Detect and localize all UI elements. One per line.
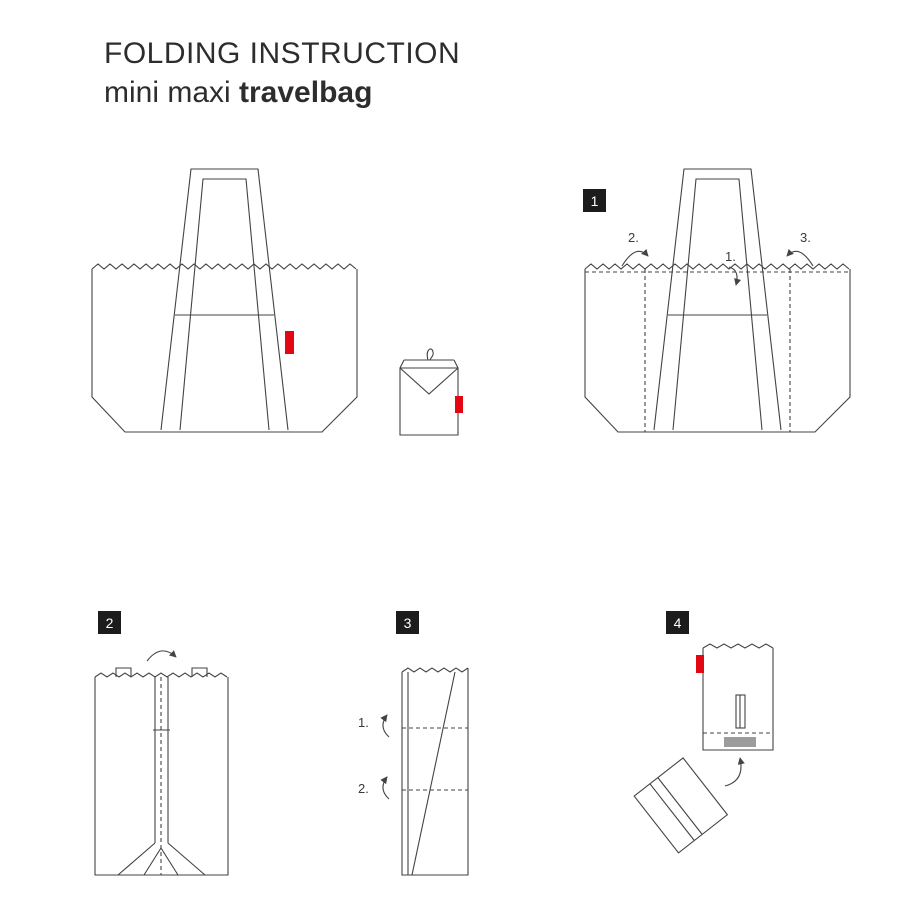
step-2-diagram: [94, 650, 229, 876]
page-title-sub: mini maxi travelbag: [104, 74, 460, 112]
handle-tabs: [115, 667, 208, 677]
fold-arrow: [146, 650, 177, 662]
folded-square-rotated: [633, 757, 729, 854]
bottom-gusset-creases: [117, 842, 206, 876]
serrated-top-edge: [94, 672, 228, 678]
pouch-body: [399, 367, 459, 436]
bag-outline: [91, 168, 358, 433]
brand-tag: [455, 396, 463, 413]
folded-pouch-illustration: [399, 348, 463, 436]
step-1-badge: 1: [583, 189, 606, 212]
fold-label-first: 1.: [358, 715, 369, 730]
pouch-flap-creases: [399, 367, 459, 395]
bag-outline: [584, 168, 851, 433]
step-2-badge: 2: [98, 611, 121, 634]
folded-square-outline: [633, 757, 729, 854]
pouch-top-corners: [399, 359, 459, 369]
tuck-arrow: [724, 757, 745, 787]
brand-tag: [285, 331, 294, 354]
serrated-top-edge: [702, 643, 774, 649]
fold-label-left: 2.: [628, 230, 639, 245]
page-title-main: FOLDING INSTRUCTION: [104, 37, 461, 70]
product-name-bold: travelbag: [239, 76, 373, 109]
fold-label-right: 3.: [800, 230, 811, 245]
hanger-loop: [426, 348, 434, 361]
fold-arrow-first: [380, 714, 390, 738]
product-name-regular: mini maxi: [104, 76, 240, 109]
main-bag-illustration: [91, 168, 358, 433]
step-3-badge: 3: [396, 611, 419, 634]
fold-label-second: 2.: [358, 781, 369, 796]
fold-arrow-second: [380, 776, 390, 800]
strip-outline: [401, 668, 469, 876]
brand-tag: [696, 655, 704, 673]
fold-arrow-center: [728, 266, 742, 286]
elastic-band: [724, 737, 756, 747]
step-4-diagram: [633, 643, 774, 854]
pouch-outline: [702, 648, 774, 751]
page-title: FOLDING INSTRUCTION mini maxi travelbag: [104, 34, 460, 112]
fold-arrow-right: [786, 248, 814, 267]
serrated-top-edge: [401, 667, 469, 673]
step-1-diagram: 2. 1. 3.: [584, 168, 851, 433]
fold-arrow-left: [621, 248, 649, 267]
fold-label-center: 1.: [725, 249, 736, 264]
folded-square-creases: [649, 777, 703, 841]
step-3-diagram: 1. 2.: [358, 667, 469, 876]
handle-strap-lines: [154, 677, 169, 843]
step-4-badge: 4: [666, 611, 689, 634]
diagonal-crease: [411, 671, 456, 876]
